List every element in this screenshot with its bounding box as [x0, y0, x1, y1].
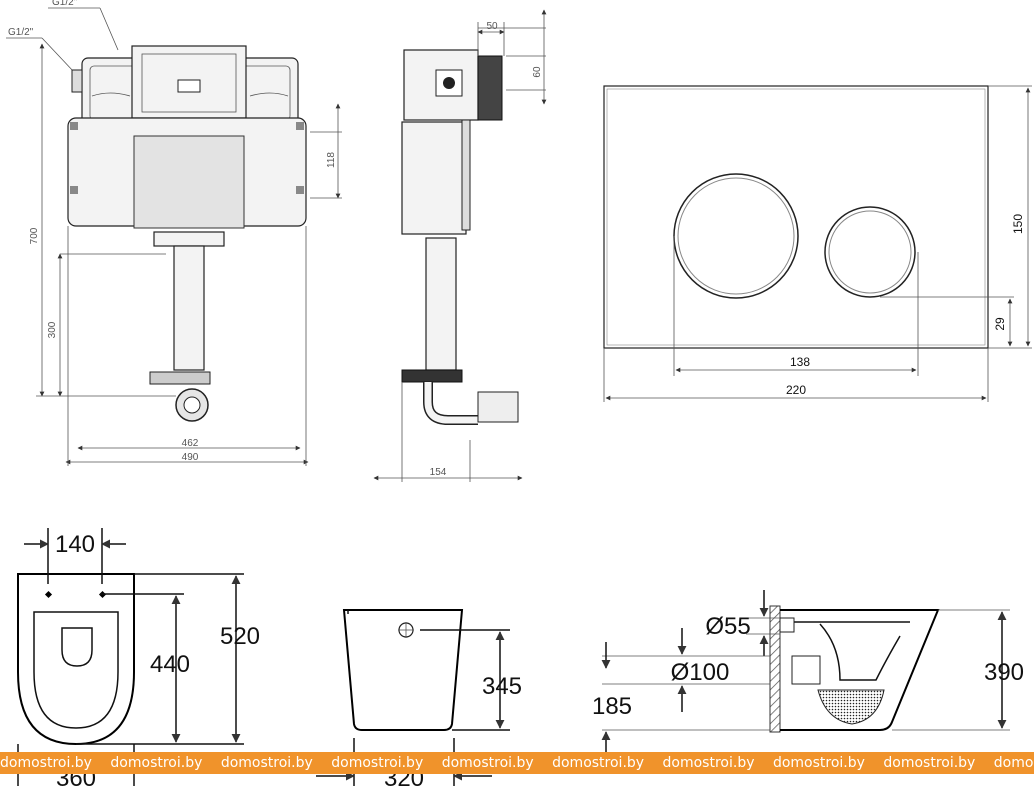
watermark-text: domostroi.by — [772, 755, 865, 771]
label-h300: 300 — [47, 321, 58, 338]
flush-button-small — [824, 206, 916, 298]
frame-side-view: 50 60 154 — [373, 9, 547, 482]
label-d154: 154 — [430, 467, 447, 478]
label-h440: 440 — [150, 651, 190, 678]
label-h520: 520 — [220, 623, 260, 650]
watermark-text: domostroi.by — [441, 755, 534, 771]
label-h118: 118 — [326, 152, 337, 168]
watermark-text: domostroi.by — [0, 755, 92, 771]
watermark-text: domostroi.by — [220, 755, 313, 771]
bowl-side-view: Ø55 Ø100 185 390 — [592, 590, 1024, 752]
label-w462: 462 — [182, 438, 199, 449]
label-w50: 50 — [486, 21, 498, 32]
watermark-text: domostroi.by — [110, 755, 203, 771]
bowl-top-view: 140 440 520 360 — [17, 528, 260, 786]
label-g12-top: G1/2" — [52, 0, 78, 8]
flush-plate: 138 220 150 29 — [603, 85, 1032, 402]
label-h345: 345 — [482, 673, 522, 700]
label-w220: 220 — [786, 383, 806, 397]
label-w138: 138 — [790, 355, 810, 369]
label-d100: Ø100 — [671, 659, 730, 686]
frame-front-view: G1/2" G1/2" 700 300 462 4 — [6, 0, 342, 466]
watermark-banner: domostroi.by domostroi.by domostroi.by d… — [0, 752, 1034, 774]
label-w140: 140 — [55, 531, 95, 558]
label-h60: 60 — [532, 66, 543, 78]
label-h700: 700 — [29, 227, 40, 244]
watermark-text: domostroi.by — [331, 755, 424, 771]
watermark-text: domostroi.by — [552, 755, 645, 771]
watermark-text: domostroi.by — [883, 755, 976, 771]
label-h150: 150 — [1011, 214, 1025, 234]
watermark-text: domostroi.by — [993, 755, 1034, 771]
label-w490: 490 — [182, 452, 199, 463]
label-d55: Ø55 — [705, 613, 750, 640]
label-h390: 390 — [984, 659, 1024, 686]
watermark-text: domostroi.by — [662, 755, 755, 771]
label-h29: 29 — [993, 317, 1007, 331]
flush-button-large — [673, 173, 799, 299]
label-g12-side: G1/2" — [8, 27, 34, 38]
label-h185: 185 — [592, 693, 632, 720]
